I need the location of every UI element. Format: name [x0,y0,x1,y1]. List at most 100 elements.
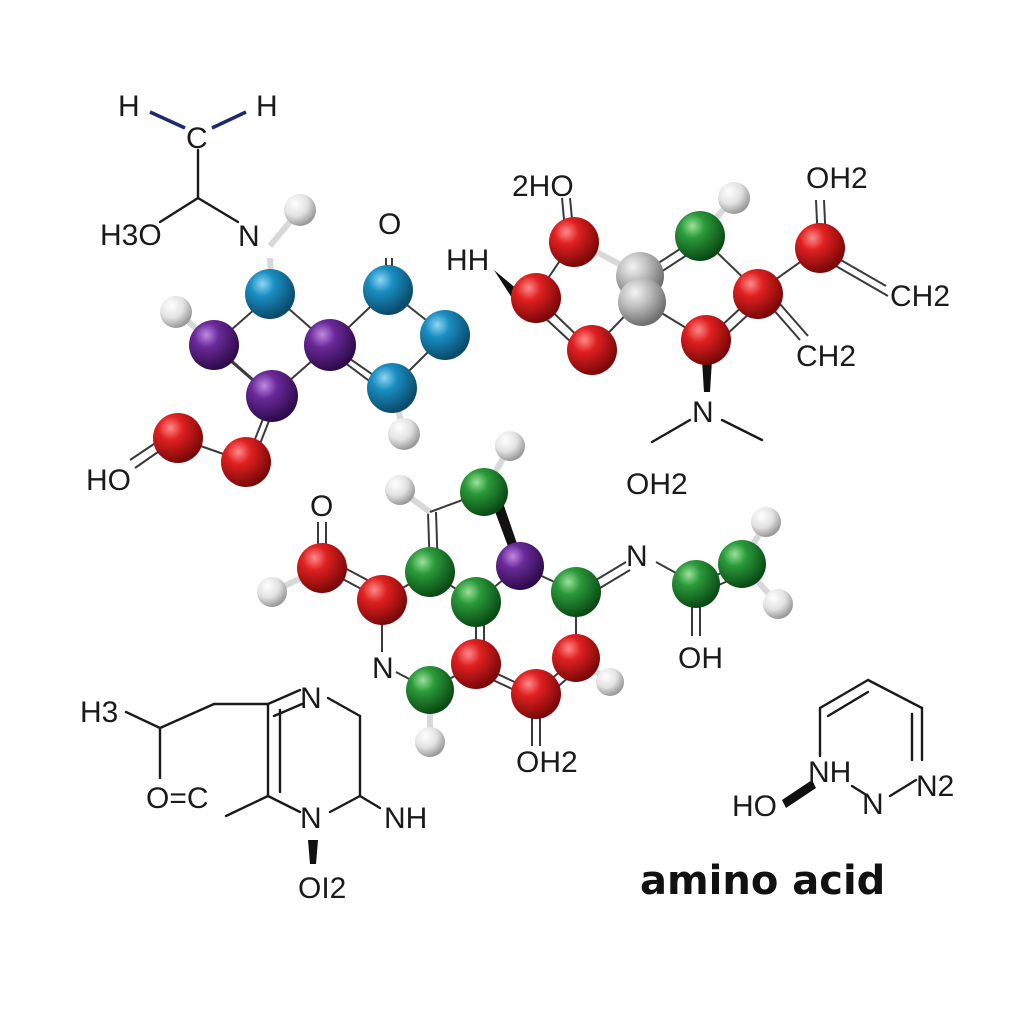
carbon-atom [718,540,766,588]
atom-label: HH [446,244,489,277]
hydrogen-atom [388,418,420,450]
atom-label: N [372,652,394,685]
carbon-atom [460,468,508,516]
bond [358,794,382,810]
bond [149,110,186,130]
atom-label: NH [384,802,427,835]
molecule-4: H3 N O=C N NH OI2 [80,682,427,905]
atom-label: 2HO [512,170,574,203]
atom-label: OH2 [626,468,688,501]
carbon-atom [406,666,454,714]
oxygen-atom [549,217,599,267]
atom-label: HO [732,790,777,823]
bond [326,696,362,718]
molecule-2: 2HO OH2 HH CH2 CH2 N [446,162,950,444]
nitrogen-atom [245,269,295,319]
atom-label: H [256,90,278,123]
atom-label: HO [86,464,131,497]
hydrogen-atom [751,507,781,537]
carbon-atom [672,560,720,608]
hydrogen-atom [763,589,793,619]
atom-label: H [118,90,140,123]
carbon-atom [405,547,455,597]
diagram-caption: amino acid [640,858,885,904]
molecule-5: NH HO N N2 [732,678,954,823]
oxygen-atom [567,325,617,375]
atom-label: N2 [916,770,954,803]
atom-label: C [186,122,208,155]
atom-label: OI2 [298,872,346,905]
bond [328,794,362,814]
nitrogen-atom [367,363,417,413]
hydrogen-atom [257,577,287,607]
bond [211,110,247,130]
carbon-atom [246,370,298,422]
molecule-1-atoms [153,194,470,487]
oxygen-atom [357,575,407,625]
wedge-bond [308,840,318,864]
hydrogen-atom [160,296,192,328]
carbon-atom [189,320,239,370]
molecule-3-atoms [257,431,793,757]
molecule-2-atoms [511,182,845,375]
bond [158,196,200,224]
bond [196,196,240,224]
hydrogen-atom [596,668,624,696]
oxygen-atom [511,273,561,323]
atom-label: O [310,490,333,523]
carbon-atom [304,319,356,371]
oxygen-atom [733,269,783,319]
atom-label: N [862,788,884,821]
atom-label: H3 [80,696,118,729]
atom-label: N [626,540,648,573]
nitrogen-atom [363,265,413,315]
wedge-bond [702,360,712,392]
oxygen-atom [451,639,501,689]
atom-label: O [378,208,401,241]
oxygen-atom [681,315,731,365]
oxygen-atom [297,543,347,593]
bond [866,678,924,710]
bond [124,710,162,730]
bond [272,702,304,718]
bond [888,778,918,798]
oxygen-atom [153,413,203,463]
hydrogen-atom [718,182,750,214]
atom-label: CH2 [796,340,856,373]
carbon-atom [496,542,544,590]
atom-label: NH [808,756,851,789]
atom-label: CH2 [890,280,950,313]
nitrogen-atom [420,310,470,360]
carbon-atom [551,567,601,617]
bond [850,784,870,798]
hydrogen-atom [385,475,415,505]
hydrogen-atom [284,194,316,226]
atom-label: N [300,682,322,715]
hydrogen-atom [415,727,445,757]
bond [818,678,870,710]
molecule-3: O N N OH OH2 [257,431,793,779]
oxygen-atom [552,634,600,682]
grey-atom [618,278,666,326]
bond [720,418,764,442]
carbon-atom [451,577,501,627]
atom-label: O=C [146,782,209,815]
atom-label: OH2 [806,162,868,195]
atom-label: N [238,220,260,253]
atom-label: OH2 [516,746,578,779]
wedge-bond [782,780,816,808]
bond [826,690,870,718]
bond [224,794,270,818]
atom-label: H3O [100,219,162,252]
atom-label: N [300,802,322,835]
bond [650,418,692,444]
atom-label: OH [678,642,723,675]
oxygen-atom [221,437,271,487]
oxygen-atom [511,669,561,719]
bond [158,702,216,730]
bond [266,794,302,814]
carbon-atom [675,211,725,261]
oxygen-atom [795,223,845,273]
molecule-1: H H C H3O N O HO [86,90,470,497]
